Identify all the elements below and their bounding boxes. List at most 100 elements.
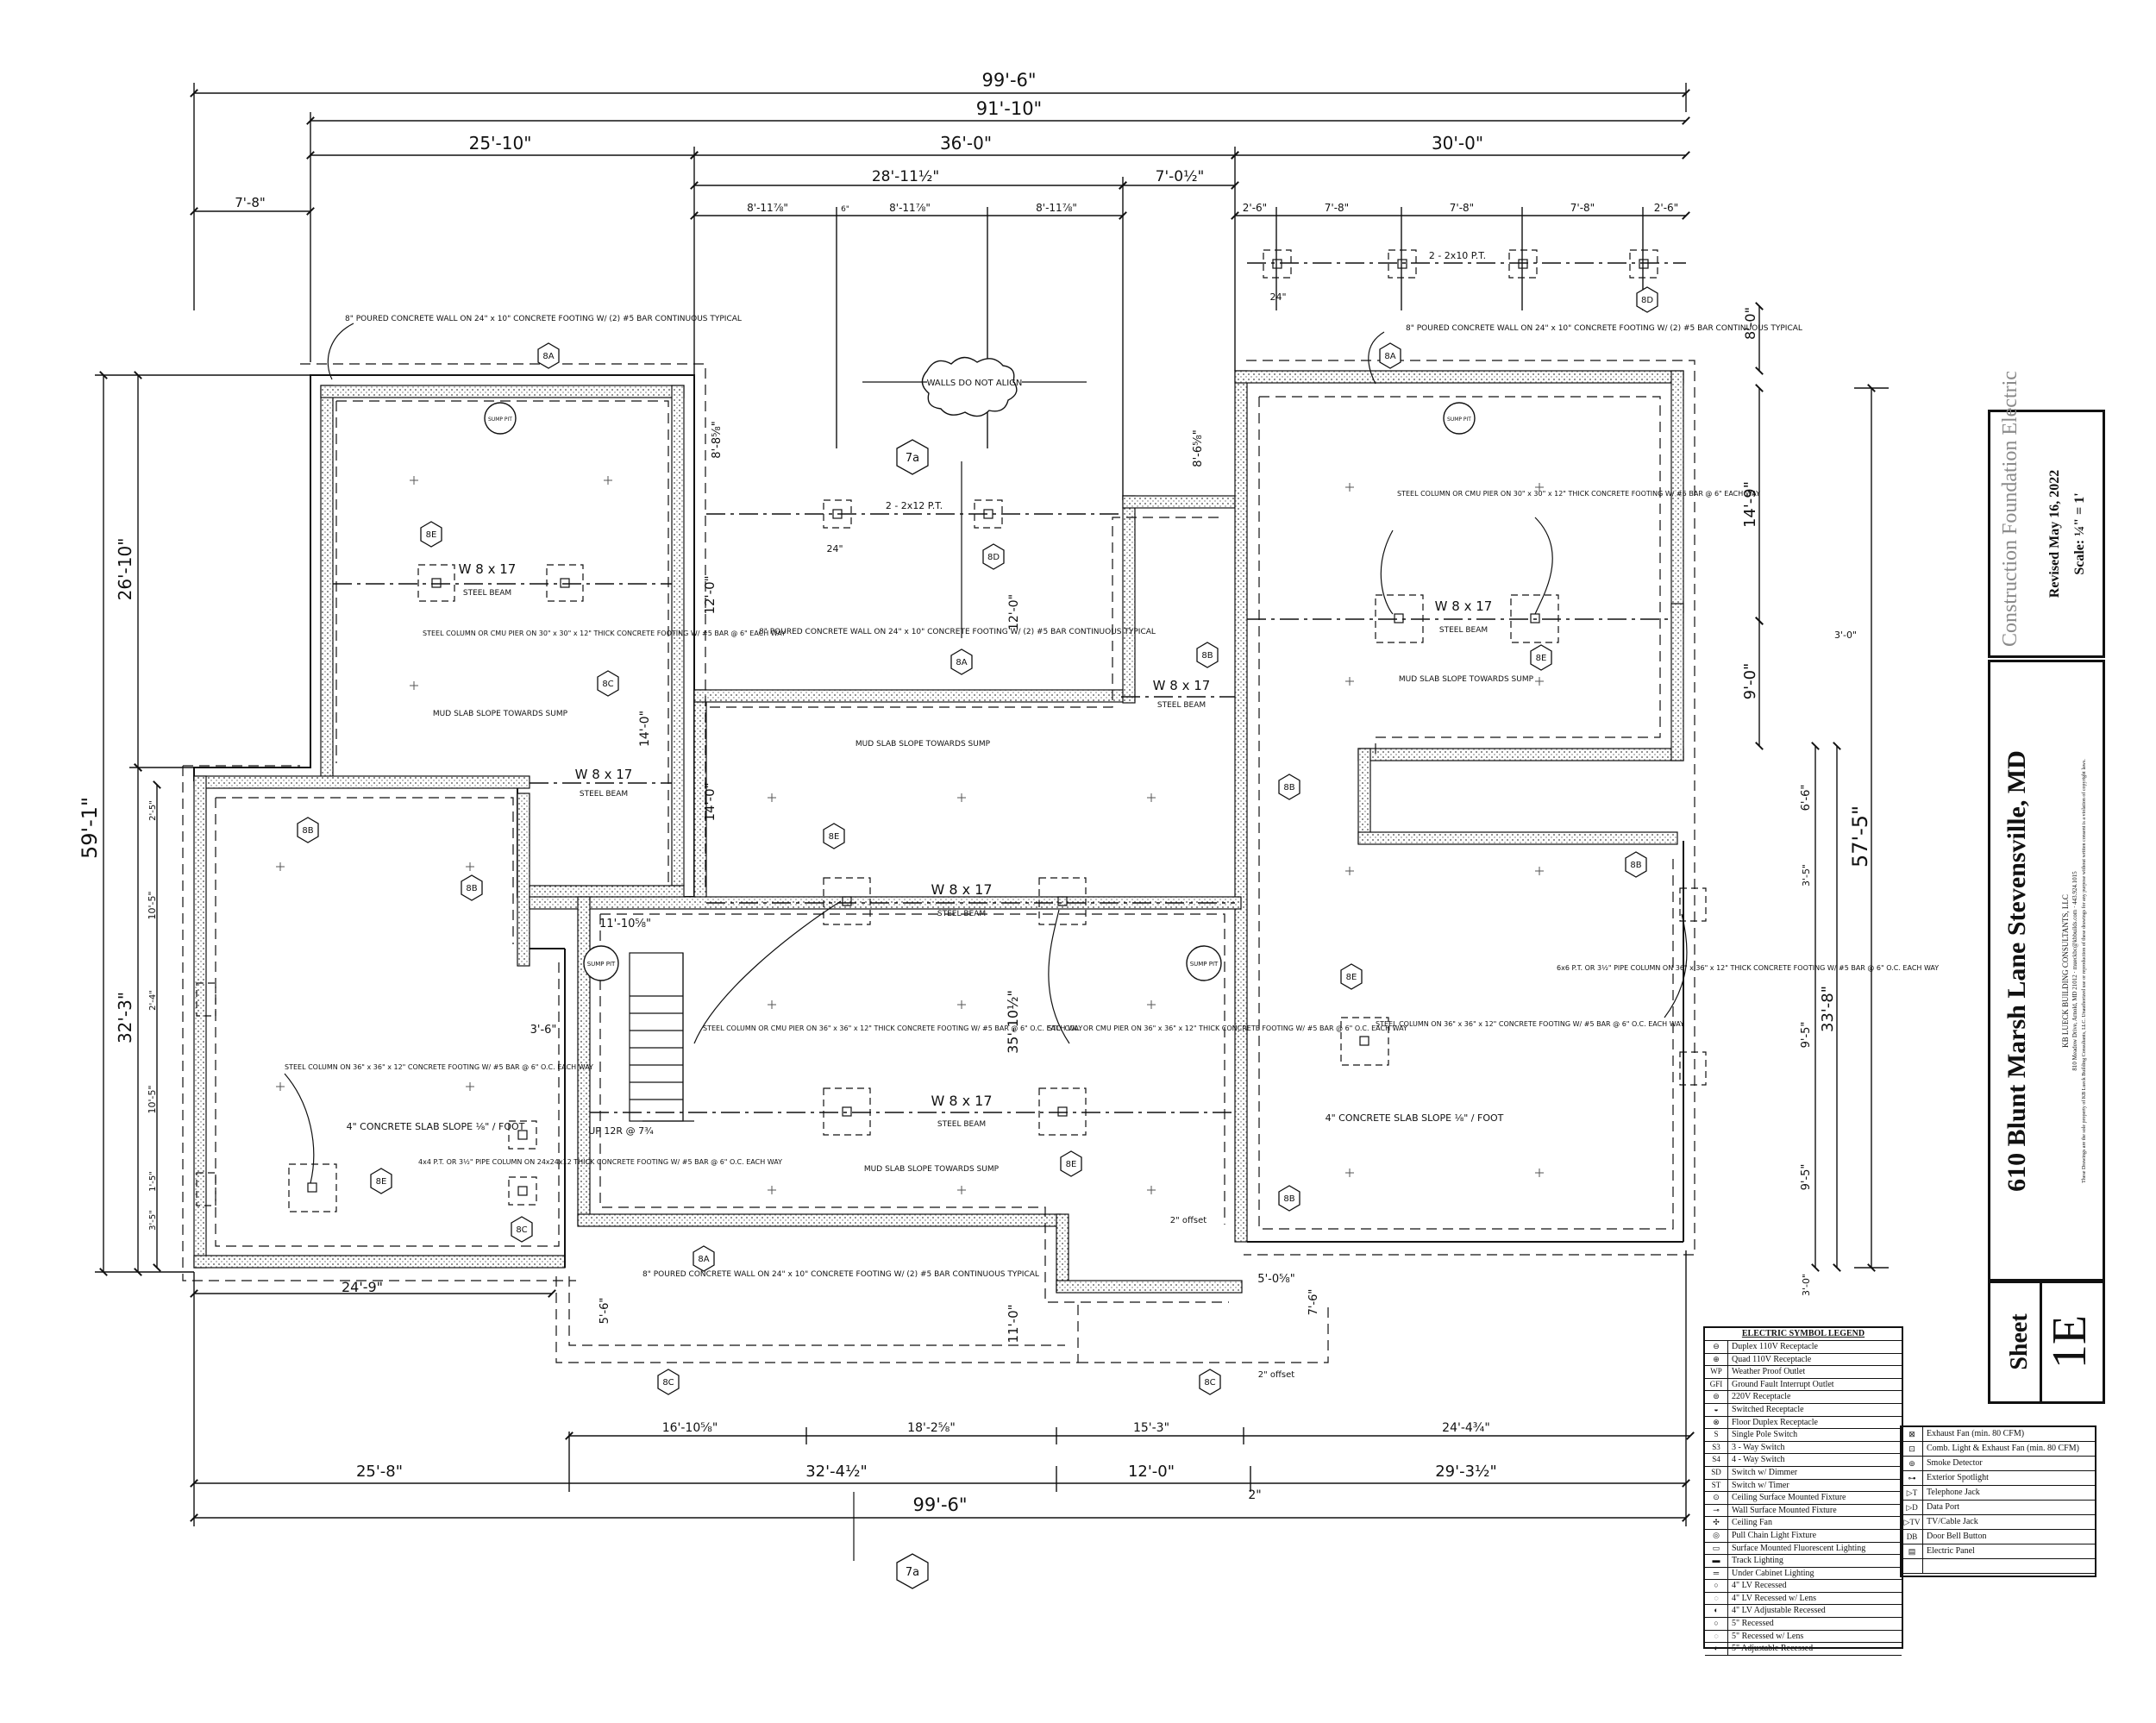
legend-row: ⊸Wall Surface Mounted Fixture [1705,1504,1902,1518]
mud-slab-1: MUD SLAB SLOPE TOWARDS SUMP [433,710,568,718]
section-tags: 8A 8A 8A 8A 8B 8B 8B 8B 8B 8B 8C 8C 8C 8… [297,286,1658,1589]
tag-8d-2: 8D [1636,286,1658,313]
legend-label: TV/Cable Jack [1927,1517,1978,1526]
legend-label: Single Pole Switch [1732,1430,1798,1440]
sump-label-2: SUMP PIT [1447,417,1471,423]
dimension-text: 99'-6" 91'-10" 25'-10" 36'-0" 30'-0" 28'… [78,70,1872,1515]
dim-right-total: 57'-5" [1848,805,1872,868]
dim-bottom-mid: 32'-4½" [805,1463,868,1481]
firm-address: 810 Meadow Drive, Arnold, MD 21012 · mue… [2071,871,2078,1071]
title-block-address: 610 Blunt Marsh Lane Stevensville, MD KB… [1988,660,2105,1281]
dim-mid-5-6: 5'-6" [599,1298,611,1325]
dim-wall-8-8: 8'-8⅝" [711,421,724,458]
dim-r-3-0b: 3'-0" [1834,630,1857,641]
sump-pits [484,402,1476,981]
wall-note-3: 8" POURED CONCRETE WALL ON 24" x 10" CON… [759,628,1156,636]
legend-symbol-icon: ▷TV [1902,1515,1923,1529]
legend-symbol-icon: ⊙ [1705,1492,1728,1504]
legend-row: ▷TV TV/Cable Jack [1902,1515,2095,1530]
dim-right-top: 8'-0" [1742,307,1758,340]
dim-bottom-sub-2: 18'-2⅝" [907,1421,956,1435]
stair-up-label: UP 12R @ 7¾ [588,1125,654,1137]
legend-label: Switch w/ Dimmer [1732,1467,1798,1477]
beam-label-3: W 8 x 17 [1153,678,1211,693]
legend-symbol-icon: WP [1705,1366,1728,1378]
legend-row: ✣Ceiling Fan [1705,1517,1902,1530]
legend-title: ELECTRIC SYMBOL LEGEND [1705,1328,1902,1341]
legend-label: 4" LV Recessed w/ Lens [1732,1593,1816,1603]
legend-symbol-icon: GFI [1705,1378,1728,1391]
tag-8d-1: 8D [982,543,1005,570]
tag-8e-2: 8E [823,823,845,849]
legend-label: Ceiling Surface Mounted Fixture [1732,1493,1846,1503]
tag-8c-1: 8C [597,670,619,697]
legend-symbol-icon: ○ [1705,1580,1728,1592]
legend-symbol-icon: ⊡ [1902,1442,1923,1456]
dim-top-right: 30'-0" [1432,133,1483,154]
tag-8e-6: 8E [1060,1150,1082,1177]
dim-pier-r3: 7'-8" [1450,202,1474,214]
dim-mid-14b: 14'-0" [638,711,652,747]
dim-bottom-left: 25'-8" [356,1463,403,1481]
tag-label: 8B [302,826,313,836]
legend-row: ○4" LV Recessed [1705,1580,1902,1593]
tag-8e-5: 8E [370,1168,392,1194]
legend-symbol-icon: ═ [1705,1567,1728,1580]
dim-pier-r5: 2'-6" [1654,202,1678,214]
legend-symbol-icon: S [1705,1429,1728,1441]
electric-symbol-legend-2: ⊠Exhaust Fan (min. 80 CFM)⊡Comb. Light &… [1900,1425,2096,1577]
tag-8a-3: 8A [950,648,973,675]
dim-pier-a1: 8'-11⅞" [747,202,788,214]
tag-8b-2: 8B [461,874,483,901]
legend-symbol-icon: ▭ [1705,1542,1728,1555]
footing-outlines [182,360,1695,1363]
project-address: 610 Blunt Marsh Lane Stevensville, MD [2002,750,2031,1192]
legend-row: ○5" Recessed [1705,1618,1902,1631]
legend-symbol-icon: ◌ [1705,1630,1728,1643]
stairs [629,952,694,1122]
beam-label-6: W 8 x 17 [1435,598,1493,614]
dim-two-offset-b: 2" offset [1170,1216,1207,1225]
dim-bottom-sub-1: 16'-10⅝" [662,1421,718,1435]
legend-label: Duplex 110V Receptacle [1732,1342,1818,1351]
sheet-number: 1E [2043,1314,2096,1369]
dim-l-2-5: 2'-5" [148,800,158,821]
tag-label: 7a [906,1566,919,1579]
walls-do-not-align-cloud [862,356,1087,417]
col-note-4: STL. COL. OR CMU PIER ON 36" x 36" x 12"… [1048,1024,1407,1032]
sump-label-3: SUMP PIT [587,961,616,968]
foundation-walls [193,370,1684,1294]
legend-row: ◐4" LV Adjustable Recessed [1705,1605,1902,1619]
legend-row: ⊚Smoke Detector [1902,1457,2095,1471]
dim-mid-5-0: 5'-0⅝" [1257,1273,1294,1286]
tag-label: 8E [1346,973,1357,982]
sump-pit-3 [583,945,619,981]
col-note-6: STEEL COLUMN ON 36" x 36" x 12" CONCRETE… [1376,1020,1684,1028]
legend-label: Under Cabinet Lighting [1732,1568,1814,1578]
legend-label [1923,1559,1927,1573]
tag-8b-5: 8B [1278,1185,1300,1212]
legend-label: Switch w/ Timer [1732,1480,1789,1490]
legend-symbol-icon: ⊸ [1705,1504,1728,1517]
legend-row: ⊗Floor Duplex Receptacle [1705,1416,1902,1430]
dim-mid-12b: 12'-0" [1007,594,1021,630]
tag-label: 8C [602,680,613,689]
dim-right-a: 14'-9" [1741,481,1759,528]
legend-symbol-icon: SD [1705,1466,1728,1479]
legend-row: ⊶Exterior Spotlight [1902,1471,2095,1486]
legend-symbol-icon: ◎ [1705,1529,1728,1542]
legend-row: ◌4" LV Recessed w/ Lens [1705,1592,1902,1606]
dim-left-bottom-w: 24'-9" [342,1279,383,1295]
dim-pier-a2: 8'-11⅞" [889,202,931,214]
legend-label: Data Port [1927,1502,1960,1512]
beam-label-4: W 8 x 17 [931,881,992,898]
project-title: Construction Foundation Electric [1999,371,2021,647]
dim-mid-35: 35'-10½" [1005,990,1021,1054]
sheet-divider [2040,1281,2042,1401]
dim-overall-top-2: 91'-10" [976,98,1042,119]
tag-label: 8D [1641,296,1653,305]
wall-note-2: 8" POURED CONCRETE WALL ON 24" x 10" CON… [1406,324,1802,333]
tag-label: 8A [698,1255,709,1264]
